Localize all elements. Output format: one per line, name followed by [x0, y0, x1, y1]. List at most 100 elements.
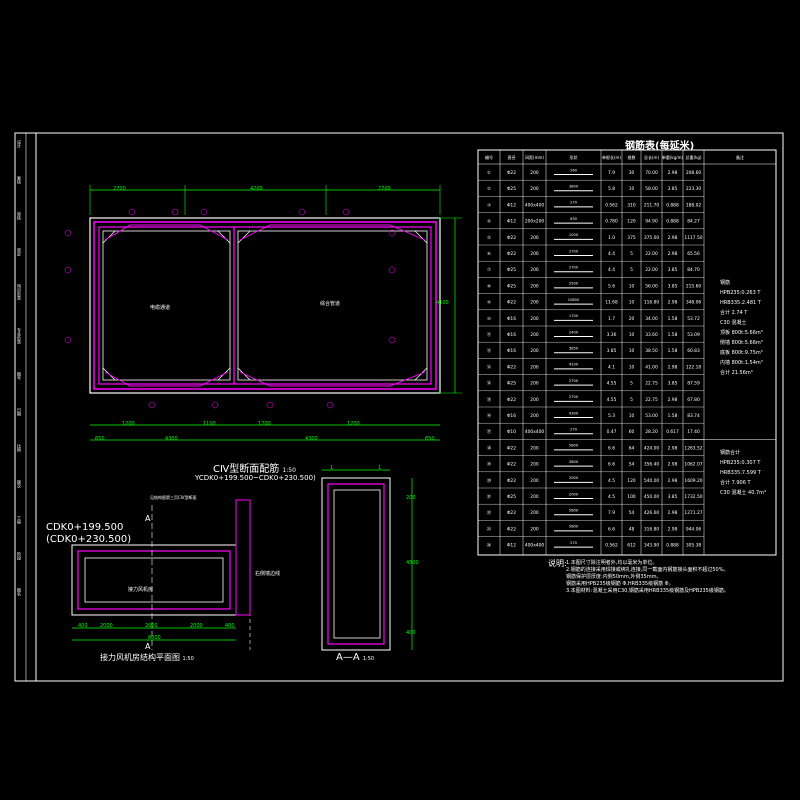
title-block-label: 日期: [17, 408, 22, 416]
schedule-cell: ⑤: [487, 235, 491, 241]
schedule-cell: ⑧: [487, 283, 491, 289]
plan-outer-wall: [71, 544, 237, 616]
schedule-cell: 4.5: [608, 494, 615, 500]
schedule-shape-dim: 3800: [569, 184, 579, 188]
title-block-label: 设计: [17, 140, 22, 148]
schedule-cell: 70.00: [645, 170, 658, 176]
aa-title-text: A—A: [336, 652, 360, 663]
schedule-cell: 0.888: [666, 202, 679, 208]
note-item: 2.钢筋的连接采用焊接或绑扎连接,同一截面内钢筋接头面积不超过50%。: [566, 567, 729, 573]
plan-section-mark-bottom: A: [145, 642, 151, 651]
schedule-cell: 83.74: [687, 413, 700, 419]
schedule-cell: 58.00: [645, 186, 658, 192]
schedule-cell: 94.90: [645, 219, 658, 225]
plan-side-label: 右侧墙边线: [255, 571, 281, 577]
schedule-cell: 34.00: [645, 316, 658, 322]
schedule-cell: 48: [629, 526, 635, 532]
aa-dim-top-1: 1: [330, 465, 334, 471]
schedule-cell: 200: [530, 494, 539, 500]
schedule-remark-line: 底板 800t:9.75m³: [720, 350, 763, 356]
schedule-cell: 10: [629, 283, 635, 289]
schedule-cell: 1609.20: [684, 478, 702, 484]
schedule-shape-dim: 4300: [569, 411, 579, 415]
schedule-cell: Φ16: [507, 348, 516, 354]
plan-title: 接力风机房结构平面图 1:50: [100, 652, 194, 663]
schedule-cell: ⑲: [487, 461, 492, 468]
schedule-cell: 188.02: [686, 202, 702, 208]
schedule-cell: 53.09: [687, 332, 700, 338]
schedule-cell: 305.38: [686, 543, 702, 549]
schedule-cell: 200: [530, 283, 539, 289]
schedule-cell: 20: [629, 316, 635, 322]
title-block-label: 比例: [17, 444, 22, 452]
left-cell-inner: [102, 230, 231, 381]
schedule-cell: ⑦: [487, 267, 491, 273]
dim-bottom-6: 4300: [305, 436, 318, 442]
schedule-shape-dim: 270: [570, 541, 578, 545]
schedule-cell: 450.00: [644, 494, 660, 500]
schedule-shape-dim: 2700: [569, 395, 579, 399]
schedule-cell: 200: [530, 478, 539, 484]
schedule-cell: 7.9: [608, 170, 615, 176]
schedule-remark-line: HPB235:0.307 T: [720, 460, 761, 466]
main-cross-section: [64, 185, 462, 441]
schedule-cell: 3.85: [668, 283, 678, 289]
schedule-shape-dim: 5800: [569, 460, 579, 464]
title-block-label: 专业负责: [17, 328, 22, 344]
note-item: 钢筋采用HPB235级钢筋 Φ,HRB335级钢筋 Φ。: [566, 581, 674, 587]
schedule-cell: 1.58: [668, 413, 678, 419]
notes-list: 1.本图尺寸除注明者外,均以毫米为单位。 2.钢筋的连接采用焊接或绑扎连接,同一…: [566, 560, 729, 595]
schedule-cell: 215.60: [686, 283, 702, 289]
schedule-header-cell: 编号: [485, 154, 493, 160]
schedule-cell: 400x400: [525, 543, 545, 549]
dim-top-2: 4200: [250, 186, 263, 192]
schedule-cell: 540.00: [644, 478, 660, 484]
schedule-cell: 87.59: [687, 381, 700, 387]
schedule-cell: 10: [629, 413, 635, 419]
schedule-cell: 6.6: [608, 526, 615, 532]
schedule-cell: 56.00: [645, 283, 658, 289]
schedule-cell: Φ25: [507, 381, 516, 387]
schedule-shape-dim: 1000: [569, 233, 579, 237]
schedule-cell: 310: [627, 202, 636, 208]
schedule-cell: 1.58: [668, 316, 678, 322]
schedule-cell: 0.888: [666, 219, 679, 225]
schedule-cell: 200: [530, 332, 539, 338]
schedule-shape-dim: 2700: [569, 265, 579, 269]
schedule-cell: 2.98: [668, 526, 678, 532]
schedule-cell: ㉓: [487, 525, 492, 532]
schedule-shape-dim: 2000: [569, 476, 579, 480]
schedule-cell: 120: [627, 478, 636, 484]
schedule-remark-line: C30 混凝土: [720, 320, 747, 326]
schedule-cell: 5.3: [608, 413, 615, 419]
schedule-cell: Φ25: [507, 186, 516, 192]
schedule-cell: 116.80: [644, 300, 660, 306]
schedule-cell: 1.58: [668, 332, 678, 338]
schedule-cell: ⑱: [487, 444, 492, 451]
schedule-cell: 200: [530, 300, 539, 306]
main-section-title: CⅣ型断面配筋 1:50: [213, 460, 296, 475]
schedule-remark-line: HRB335:2.481 T: [720, 300, 761, 306]
schedule-cell: 316.80: [644, 526, 660, 532]
schedule-cell: 208.60: [686, 170, 702, 176]
schedule-cell: 53.72: [687, 316, 700, 322]
schedule-cell: 54: [629, 510, 635, 516]
schedule-cell: Φ16: [507, 332, 516, 338]
title-block-label: 复核: [17, 176, 22, 184]
schedule-cell: Φ22: [507, 445, 516, 451]
schedule-cell: 1.0: [608, 235, 615, 241]
rebar-schedule-body: 编号直径间距(mm)形状单根长(m)根数总长(m)单重(kg/m)总重(kg)备…: [478, 150, 776, 555]
schedule-shape-dim: 2000: [569, 492, 579, 496]
schedule-cell: 612: [627, 543, 636, 549]
note-item: 1.本图尺寸除注明者外,均以毫米为单位。: [566, 560, 658, 566]
schedule-cell: 400x400: [525, 202, 545, 208]
schedule-header-cell: 单根长(m): [602, 154, 621, 160]
dim-top-3: 2700: [378, 186, 391, 192]
schedule-cell: 64: [629, 445, 635, 451]
schedule-cell: 356.40: [644, 462, 660, 468]
schedule-cell: Φ25: [507, 283, 516, 289]
schedule-cell: 22.75: [645, 397, 658, 403]
schedule-cell: 4.55: [607, 381, 617, 387]
